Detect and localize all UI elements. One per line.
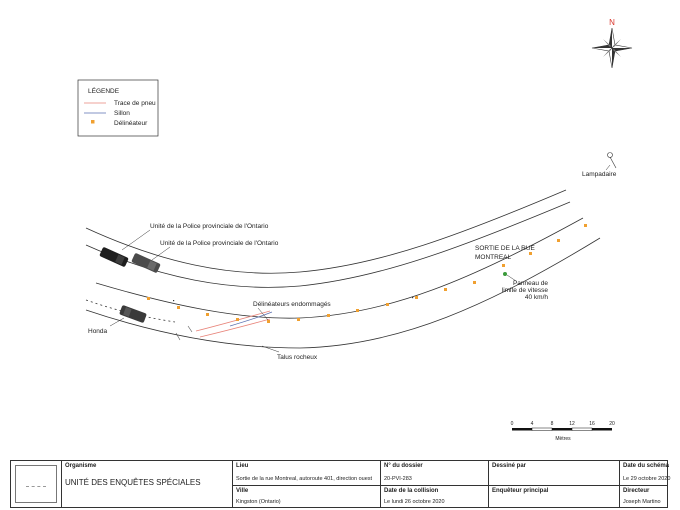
directeur-label: Directeur <box>623 488 650 494</box>
scale-tick: 12 <box>569 421 575 427</box>
delineator <box>529 252 532 255</box>
legend-item-delineator: Délinéateur <box>114 120 148 127</box>
collision-label: Date de la collision <box>384 488 439 494</box>
label-talus: Talus rocheux <box>277 354 318 361</box>
ditch-line <box>85 299 176 323</box>
label-opp-2: Unité de la Police provinciale de l'Onta… <box>160 240 279 247</box>
delineator <box>502 264 505 267</box>
delineator <box>584 224 587 227</box>
lieu-label: Lieu <box>236 463 249 469</box>
label-honda: Honda <box>88 328 108 335</box>
cell-lieu: Lieu Sortie de la rue Montreal, autorout… <box>232 461 380 507</box>
debris-marks <box>175 325 193 341</box>
legend-item-tire: Trace de pneu <box>114 100 156 107</box>
scale-tick: 4 <box>531 421 534 427</box>
enqueteur-label: Enquêteur principal <box>492 488 549 494</box>
opp-vehicle-1 <box>99 247 129 267</box>
delineator <box>206 313 209 316</box>
reference-marks <box>173 297 414 302</box>
organisme-value: UNITÉ DES ENQUÊTES SPÉCIALES <box>65 478 201 487</box>
scale-bar: 0 4 8 12 16 20 Mètres <box>511 421 615 442</box>
road-edge-4 <box>85 237 601 349</box>
schema-value: Le 29 octobre 2020 <box>623 476 671 482</box>
delineator <box>297 318 300 321</box>
delineator <box>444 288 447 291</box>
delineator <box>473 281 476 284</box>
label-panneau-1: Panneau de <box>513 280 548 287</box>
delineator <box>415 296 418 299</box>
collision-value: Le lundi 26 octobre 2020 <box>384 499 445 505</box>
delineator <box>267 320 270 323</box>
street-light-icon <box>607 152 617 169</box>
speed-limit-sign-icon <box>503 272 507 276</box>
delineator <box>557 239 560 242</box>
delineator <box>177 306 180 309</box>
label-sortie-2: MONTREAL <box>475 254 512 261</box>
opp-vehicle-2 <box>131 253 161 273</box>
road-edge-2 <box>85 201 571 288</box>
north-label: N <box>609 18 615 27</box>
organisme-label: Organisme <box>65 463 97 469</box>
label-delineateurs: Délinéateurs endommagés <box>253 301 331 308</box>
legend-title: LÉGENDE <box>88 86 120 95</box>
scale-tick: 16 <box>589 421 595 427</box>
label-sortie-1: SORTIE DE LA RUE <box>475 245 536 252</box>
delineator <box>236 318 239 321</box>
cell-dossier: N° du dossier 20-PVI-283 Date de la coll… <box>380 461 488 507</box>
scale-unit: Mètres <box>555 436 571 442</box>
dossier-label: N° du dossier <box>384 463 423 469</box>
cell-schema: Date du schéma Le 29 octobre 2020 Direct… <box>619 461 671 507</box>
label-panneau-3: 40 km/h <box>525 294 549 301</box>
legend-swatch-delineator <box>91 120 95 124</box>
cell-organisme: Organisme UNITÉ DES ENQUÊTES SPÉCIALES <box>61 461 232 507</box>
delineator <box>356 309 359 312</box>
ville-value: Kingston (Ontario) <box>236 499 281 505</box>
lieu-value: Sortie de la rue Montreal, autoroute 401… <box>236 476 373 482</box>
road-lines <box>85 189 601 349</box>
scale-tick: 0 <box>511 421 514 427</box>
ville-label: Ville <box>236 488 249 494</box>
cell-dessine: Dessiné par Enquêteur principal <box>488 461 619 507</box>
north-arrow-icon <box>591 27 633 69</box>
delineator <box>147 297 150 300</box>
leader-lines <box>109 164 611 353</box>
label-lampadaire: Lampadaire <box>582 171 617 178</box>
logo-placeholder <box>15 465 57 503</box>
collision-diagram: Unité de la Police provinciale de l'Onta… <box>77 18 633 442</box>
dessine-label: Dessiné par <box>492 463 527 469</box>
tire-marks <box>195 310 271 338</box>
scale-tick: 8 <box>551 421 554 427</box>
furrow-mark <box>229 311 273 327</box>
road-edge-3 <box>95 217 584 319</box>
road-edge-1 <box>85 189 567 274</box>
label-opp-1: Unité de la Police provinciale de l'Onta… <box>150 223 269 230</box>
delineator <box>327 314 330 317</box>
legend-box <box>77 79 159 137</box>
dossier-value: 20-PVI-283 <box>384 476 412 482</box>
scale-tick: 20 <box>609 421 615 427</box>
tire-mark-1 <box>195 310 271 332</box>
legend-item-furrow: Sillon <box>114 110 130 117</box>
honda-vehicle <box>119 305 147 323</box>
tire-mark-2 <box>199 318 271 338</box>
label-panneau-2: limite de vitesse <box>502 287 549 294</box>
delineator <box>386 303 389 306</box>
delineators <box>147 224 587 323</box>
directeur-value: Joseph Martino <box>623 499 661 505</box>
legend: LÉGENDE Trace de pneu Sillon Délinéateur <box>77 79 159 137</box>
schema-label: Date du schéma <box>623 463 670 469</box>
title-block: Organisme UNITÉ DES ENQUÊTES SPÉCIALES L… <box>10 460 671 508</box>
